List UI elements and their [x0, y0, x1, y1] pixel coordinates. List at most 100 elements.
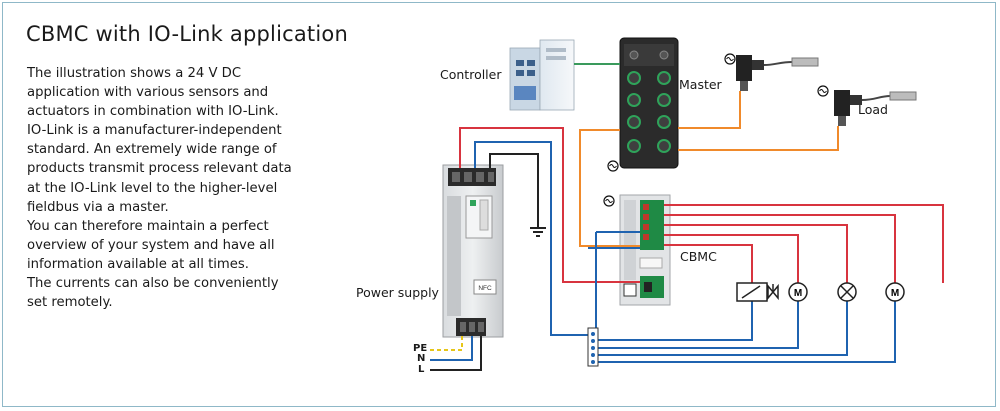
cbmc-label-plate — [639, 257, 663, 269]
master-port-icon — [657, 115, 671, 129]
master-port-icon — [627, 71, 641, 85]
orange-wire — [579, 129, 640, 247]
red-wire — [664, 244, 753, 283]
master-port-icon — [627, 93, 641, 107]
master-port-icon — [657, 93, 671, 107]
nfc-badge — [473, 279, 497, 295]
controller-port-icon — [516, 70, 524, 76]
terminal-screw-icon — [469, 322, 475, 332]
sensor-body — [736, 55, 752, 81]
red-wire — [664, 224, 848, 283]
sensor-body — [834, 90, 850, 116]
power-supply-label: Power supply — [356, 285, 439, 300]
controller-port-icon — [527, 70, 535, 76]
description-line: IO-Link is a manufacturer-independent — [27, 123, 282, 139]
io-link-master — [619, 37, 679, 169]
description-text: The illustration shows a 24 V DC applica… — [27, 64, 327, 312]
wireless-icon — [603, 195, 615, 207]
page-title: CBMC with IO-Link application — [26, 22, 348, 46]
controller-connector-icon — [514, 86, 536, 100]
red-wire — [664, 204, 944, 283]
cbmc-label: CBMC — [680, 249, 717, 264]
status-led-icon — [470, 200, 476, 206]
sensor-cable — [861, 95, 891, 101]
blue-wire — [596, 301, 753, 341]
live-wire — [430, 336, 482, 371]
description-line: overview of your system and have all — [27, 237, 275, 253]
terminal-screw-icon — [478, 322, 484, 332]
description-line: You can therefore maintain a perfect — [27, 218, 269, 234]
description-line: at the IO-Link level to the higher-level — [27, 180, 278, 196]
bus-bar-terminal-icon — [591, 346, 595, 350]
controller-port-icon — [527, 60, 535, 66]
motor-symbol-label: M — [891, 288, 899, 299]
description-line: products transmit process relevant data — [27, 161, 292, 177]
master-ports — [627, 71, 671, 153]
blue-wire — [596, 301, 848, 356]
description-line: set remotely. — [27, 295, 113, 311]
load-label: Load — [858, 102, 888, 117]
motor-icon: M — [788, 282, 808, 302]
red-wire — [664, 234, 799, 283]
power-supply-slot — [479, 199, 489, 231]
terminal-indicator-icon — [643, 224, 649, 230]
nfc-label: NFC — [478, 285, 492, 292]
terminal-screw-icon — [476, 172, 484, 182]
sensor-connector — [791, 57, 819, 67]
controller-vent-icon — [546, 56, 566, 60]
orange-wire — [678, 126, 839, 151]
description-line: information available at all times. — [27, 256, 249, 272]
controller-module-left — [509, 47, 541, 111]
n-label: N — [417, 353, 426, 364]
sensor-device-top — [736, 55, 819, 91]
bus-bar-terminal-icon — [591, 339, 595, 343]
description-line: The currents can also be conveniently — [27, 276, 279, 292]
description-line: standard. An extremely wide range of — [27, 142, 277, 158]
master-port-icon — [627, 115, 641, 129]
cbmc-side-strip — [624, 200, 636, 280]
master-housing — [619, 37, 679, 169]
power-supply-device: NFC — [442, 164, 504, 338]
blue-wire — [595, 231, 640, 330]
terminal-screw-icon — [452, 172, 460, 182]
l-label: L — [418, 364, 425, 375]
sensor-head — [752, 60, 764, 70]
master-label: Master — [679, 77, 722, 92]
lamp-icon — [837, 282, 857, 302]
terminal-screw-icon — [460, 322, 466, 332]
controller-label: Controller — [440, 67, 502, 82]
controller-vent-icon — [546, 48, 566, 52]
wireless-icon — [817, 85, 829, 97]
brand-logo-icon — [623, 283, 637, 297]
controller-port-icon — [516, 60, 524, 66]
description-line: The illustration shows a 24 V DC — [27, 66, 242, 81]
controller-device — [509, 39, 575, 111]
solenoid-valve-icon — [736, 282, 779, 302]
master-port-icon — [659, 50, 669, 60]
wireless-icon — [607, 160, 619, 172]
description-line: application with various sensors and — [27, 85, 269, 101]
red-wire — [459, 127, 640, 283]
terminal-indicator-icon — [643, 234, 649, 240]
red-wire — [664, 214, 896, 283]
sensor-head — [850, 95, 862, 105]
master-port-icon — [657, 71, 671, 85]
sensor-cable — [763, 61, 793, 66]
bus-bar-terminal-icon — [591, 353, 595, 357]
bus-bar-terminal-icon — [591, 332, 595, 336]
motor-icon: M — [885, 282, 905, 302]
motor-symbol-label: M — [794, 288, 802, 299]
ground-icon — [530, 227, 546, 237]
panel-frame — [2, 2, 996, 407]
terminal-screw-icon — [488, 172, 494, 182]
terminal-indicator-icon — [643, 204, 649, 210]
sensor-device-load — [834, 90, 917, 126]
pe-label: PE — [413, 343, 428, 354]
terminal-indicator-icon — [643, 214, 649, 220]
master-port-icon — [629, 50, 639, 60]
wireless-icon — [724, 53, 736, 65]
sensor-plug — [838, 116, 846, 126]
cbmc-device — [619, 194, 671, 306]
blue-wire — [474, 141, 588, 336]
